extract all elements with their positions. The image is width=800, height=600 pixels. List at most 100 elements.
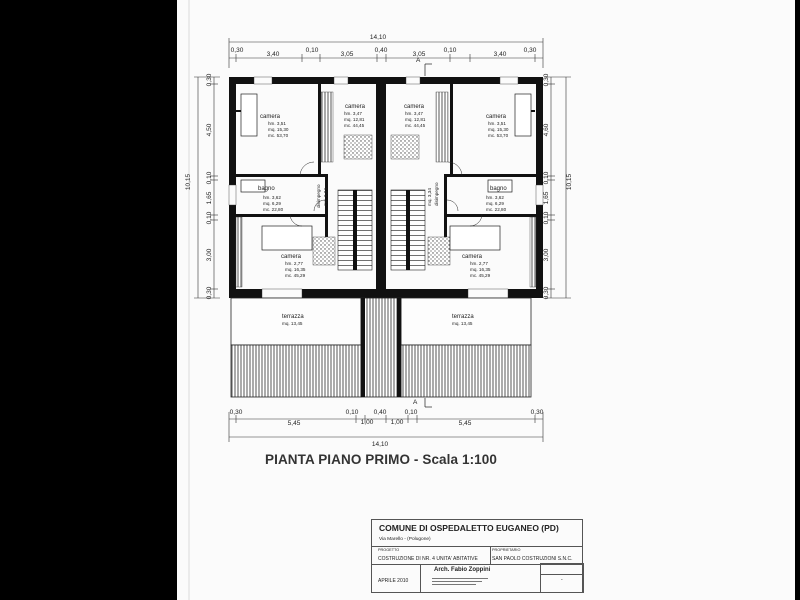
bottom-seg-4: 0,40 bbox=[374, 409, 387, 416]
svg-text:mq. 13,45: mq. 13,45 bbox=[282, 321, 303, 326]
svg-text:mq. 16,35: mq. 16,35 bbox=[470, 267, 491, 272]
svg-text:disimpegno: disimpegno bbox=[434, 182, 439, 206]
bottom-seg-9: 0,30 bbox=[531, 409, 544, 416]
terraces bbox=[230, 297, 532, 398]
svg-text:mc. 44,45: mc. 44,45 bbox=[344, 123, 365, 128]
title-block-vdivider-2 bbox=[420, 564, 421, 592]
svg-text:camera: camera bbox=[260, 114, 281, 120]
sheet-number: - bbox=[561, 577, 563, 583]
project-description: COSTRUZIONE DI NR. 4 UNITA' ABITATIVE bbox=[378, 556, 478, 562]
right-seg-4: 1,65 bbox=[543, 191, 550, 204]
top-dimension-texts: 14,10 0,30 3,40 0,10 3,05 0,40 3,05 0,10… bbox=[231, 34, 537, 58]
svg-text:mq. 6,29: mq. 6,29 bbox=[263, 201, 281, 206]
svg-text:mq. 15,30: mq. 15,30 bbox=[488, 127, 509, 132]
title-block-vdivider-1 bbox=[490, 546, 491, 564]
section-line-a bbox=[424, 63, 432, 408]
top-seg-2: 3,40 bbox=[267, 51, 280, 58]
left-dimension-texts: 10,15 0,30 4,50 0,10 1,65 0,10 3,00 0,30 bbox=[185, 73, 213, 299]
svg-text:terrazza: terrazza bbox=[282, 314, 304, 320]
client-name: SAN PAOLO COSTRUZIONI S.N.C. bbox=[492, 556, 573, 562]
top-seg-6: 3,05 bbox=[413, 51, 426, 58]
svg-text:disimpegno: disimpegno bbox=[316, 184, 321, 208]
top-seg-4: 3,05 bbox=[341, 51, 354, 58]
room-disimpegno-right: disimpegno mq. 3,34 bbox=[427, 182, 439, 206]
svg-text:hm. 3,47: hm. 3,47 bbox=[405, 111, 423, 116]
room-camera-sw: camera hm. 2,77 mq. 16,35 mc. 45,29 bbox=[281, 254, 306, 278]
svg-text:hm. 3,51: hm. 3,51 bbox=[488, 121, 506, 126]
stairs bbox=[337, 189, 426, 271]
room-bagno-right: bagno hm. 3,62 mq. 6,29 mc. 22,80 bbox=[486, 186, 507, 212]
bottom-seg-1: 0,30 bbox=[230, 409, 243, 416]
client-caption: PROPRIETARIO bbox=[492, 548, 521, 552]
top-seg-1: 0,30 bbox=[231, 47, 244, 54]
drawing-title: PIANTA PIANO PRIMO - Scala 1:100 bbox=[265, 452, 498, 467]
sheet-number-header bbox=[541, 564, 583, 575]
bottom-seg-8: 5,45 bbox=[459, 420, 472, 427]
room-bagno-left: bagno hm. 3,62 mq. 6,29 mc. 22,80 bbox=[258, 186, 284, 212]
title-block: COMUNE DI OSPEDALETTO EUGANEO (PD) Via M… bbox=[371, 519, 583, 593]
overall-depth-right: 10,15 bbox=[566, 173, 573, 190]
room-disimpegno-left: disimpegno mq. 3,34 bbox=[316, 184, 328, 208]
section-marker-top: A bbox=[416, 57, 421, 64]
top-seg-5: 0,40 bbox=[375, 47, 388, 54]
room-camera-ne: camera hm. 3,51 mq. 15,30 mc. 53,70 bbox=[486, 114, 509, 138]
title-block-divider-2 bbox=[372, 564, 582, 565]
room-camera-nc-right: camera hm. 3,47 mq. 12,81 mc. 44,45 bbox=[404, 104, 426, 128]
top-dimensions bbox=[228, 38, 544, 68]
svg-text:hm. 3,47: hm. 3,47 bbox=[344, 111, 362, 116]
room-terrazza-left: terrazza mq. 13,45 bbox=[282, 314, 304, 326]
left-seg-4: 1,65 bbox=[206, 191, 213, 204]
right-dimensions bbox=[545, 76, 571, 299]
svg-text:camera: camera bbox=[462, 254, 483, 260]
left-seg-5: 0,10 bbox=[206, 211, 213, 224]
door-swings bbox=[289, 161, 483, 227]
svg-text:bagno: bagno bbox=[258, 186, 275, 192]
right-seg-6: 3,00 bbox=[543, 248, 550, 261]
bottom-seg-5: 1,00 bbox=[361, 419, 374, 426]
room-camera-nc-left: camera hm. 3,47 mq. 12,81 mc. 44,45 bbox=[344, 104, 366, 128]
svg-text:mc. 44,45: mc. 44,45 bbox=[405, 123, 426, 128]
left-seg-6: 3,00 bbox=[206, 248, 213, 261]
bottom-dimensions bbox=[228, 412, 544, 442]
top-seg-9: 0,30 bbox=[524, 47, 537, 54]
bottom-dimension-texts: 0,30 5,45 0,10 0,40 1,00 1,00 0,10 5,45 … bbox=[230, 409, 544, 448]
windows-side bbox=[228, 184, 544, 206]
top-seg-3: 0,10 bbox=[306, 47, 319, 54]
sheet-number-box: - bbox=[540, 563, 584, 593]
left-seg-7: 0,30 bbox=[206, 286, 213, 299]
project-caption: PROGETTO bbox=[378, 548, 400, 552]
top-seg-8: 3,40 bbox=[494, 51, 507, 58]
svg-text:mc. 53,70: mc. 53,70 bbox=[268, 133, 289, 138]
svg-text:hm. 2,77: hm. 2,77 bbox=[470, 261, 488, 266]
svg-text:mq. 16,35: mq. 16,35 bbox=[285, 267, 306, 272]
room-camera-nw: camera hm. 3,51 mq. 15,30 mc. 53,70 bbox=[260, 114, 289, 138]
title-block-divider-1 bbox=[372, 546, 582, 547]
bottom-seg-6: 1,00 bbox=[391, 419, 404, 426]
svg-text:mc. 45,29: mc. 45,29 bbox=[285, 273, 306, 278]
bottom-seg-2: 5,45 bbox=[288, 420, 301, 427]
svg-text:mc. 45,29: mc. 45,29 bbox=[470, 273, 491, 278]
left-dimensions bbox=[194, 76, 220, 299]
svg-text:mc. 53,70: mc. 53,70 bbox=[488, 133, 509, 138]
svg-text:hm. 3,51: hm. 3,51 bbox=[268, 121, 286, 126]
right-seg-7: 0,30 bbox=[543, 286, 550, 299]
room-camera-se: camera hm. 2,77 mq. 16,35 mc. 45,29 bbox=[462, 254, 491, 278]
left-seg-2: 4,50 bbox=[206, 123, 213, 136]
bottom-seg-7: 0,10 bbox=[405, 409, 418, 416]
right-seg-2: 4,60 bbox=[543, 123, 550, 136]
furniture bbox=[235, 91, 537, 288]
overall-width-top: 14,10 bbox=[370, 34, 387, 41]
svg-text:mq. 13,45: mq. 13,45 bbox=[452, 321, 473, 326]
overall-width-bottom: 14,10 bbox=[372, 441, 389, 448]
room-terrazza-right: terrazza mq. 13,45 bbox=[452, 314, 474, 326]
section-marker-bottom: A bbox=[413, 399, 418, 406]
svg-text:hm. 3,62: hm. 3,62 bbox=[486, 195, 504, 200]
svg-text:camera: camera bbox=[281, 254, 302, 260]
svg-text:mc. 22,80: mc. 22,80 bbox=[486, 207, 507, 212]
address: Via Marello - (Polugone) bbox=[379, 537, 431, 542]
left-seg-3: 0,10 bbox=[206, 171, 213, 184]
svg-text:camera: camera bbox=[404, 104, 425, 110]
svg-text:mq. 6,29: mq. 6,29 bbox=[486, 201, 504, 206]
windows-top bbox=[253, 76, 519, 85]
